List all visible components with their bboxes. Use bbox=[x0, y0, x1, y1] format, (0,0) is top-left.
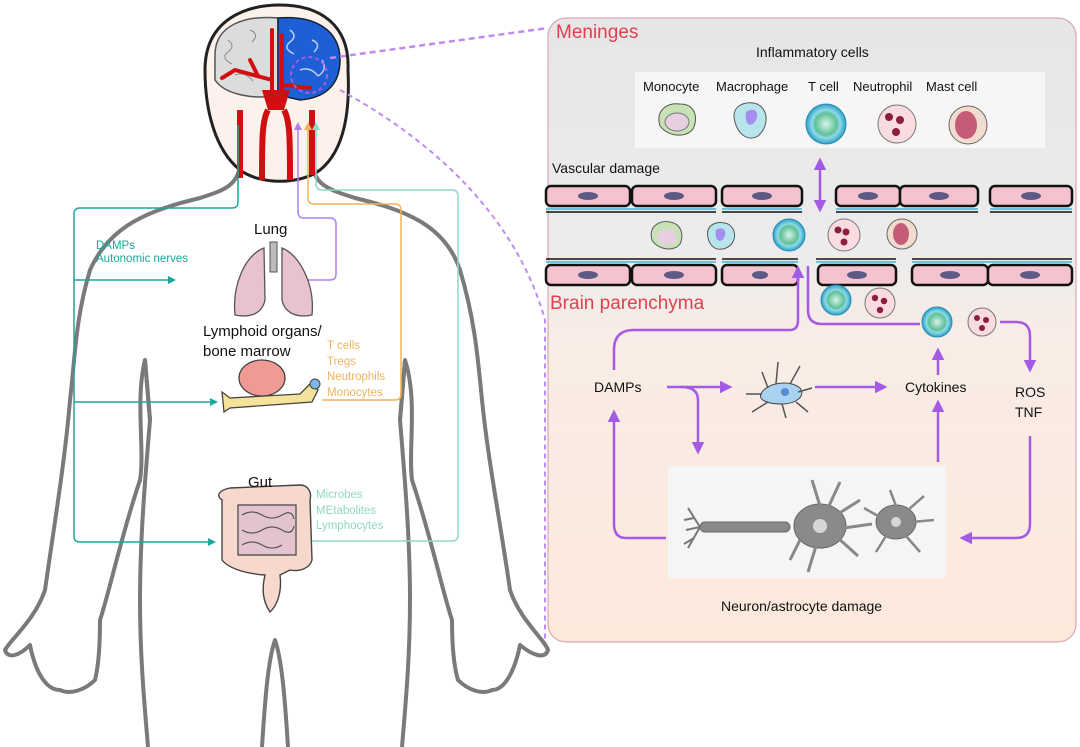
lymphoid-label-line2: bone marrow bbox=[203, 342, 291, 360]
lymphoid-label: Lymphoid organs/ bone marrow bbox=[203, 322, 322, 361]
arrow-damps-neuron bbox=[680, 385, 705, 455]
cell-type-label: Macrophage bbox=[716, 79, 789, 94]
macrophage-icon bbox=[733, 102, 767, 139]
teal-connector bbox=[73, 125, 239, 543]
orange-connector bbox=[307, 128, 402, 401]
purple-connector bbox=[297, 180, 337, 281]
lymphoid-illustration bbox=[221, 359, 321, 414]
arrow-ros bbox=[1000, 320, 1037, 373]
t-cell-icon bbox=[805, 103, 847, 145]
vessel-wall-top bbox=[544, 184, 1074, 213]
legend-cells bbox=[658, 102, 988, 145]
lymphoid-signal: Monocytes bbox=[327, 386, 383, 399]
monocyte-icon bbox=[658, 103, 696, 136]
mast-cell-icon bbox=[948, 105, 988, 145]
neuron-illustration bbox=[683, 479, 935, 573]
inflammatory-cells-title: Inflammatory cells bbox=[756, 44, 869, 60]
brain-parenchyma-title: Brain parenchyma bbox=[550, 293, 705, 314]
tnf-label: TNF bbox=[1015, 404, 1043, 420]
lung-signal-list: DAMPs Autonomic nerves bbox=[96, 240, 188, 266]
ros-label: ROS bbox=[1015, 384, 1046, 400]
damps-label: DAMPs bbox=[594, 379, 642, 395]
arrow-damps-up bbox=[612, 265, 805, 370]
body-outline bbox=[3, 159, 550, 747]
zoom-line-bottom bbox=[339, 89, 546, 640]
vessel-cells bbox=[650, 218, 997, 338]
cell-type-label: Monocyte bbox=[643, 79, 700, 94]
cytokines-label: Cytokines bbox=[905, 379, 967, 395]
lymphoid-signal: Tregs bbox=[327, 355, 356, 368]
lung-illustration bbox=[233, 241, 314, 317]
gut-signal: Lymphocytes bbox=[316, 520, 384, 533]
lung-signal: Autonomic nerves bbox=[96, 253, 189, 266]
lymphoid-label-line1: Lymphoid organs/ bbox=[203, 323, 322, 340]
vascular-damage-title: Vascular damage bbox=[552, 160, 660, 176]
neuron-caption: Neuron/astrocyte damage bbox=[721, 598, 883, 614]
lymphoid-signal: Neutrophils bbox=[327, 371, 386, 384]
arrow-tnf-neuron bbox=[959, 436, 1032, 545]
gut-label: Gut bbox=[248, 474, 273, 491]
head-illustration bbox=[203, 3, 350, 183]
meninges-title: Meninges bbox=[556, 22, 639, 43]
lymphoid-signal: T cells bbox=[327, 340, 361, 352]
cell-type-label: Mast cell bbox=[926, 79, 978, 94]
gut-signal-list: Microbes MEtabolites Lymphocytes bbox=[316, 488, 383, 535]
arrow-neuron-damps bbox=[607, 409, 666, 540]
cell-type-label: Neutrophil bbox=[853, 79, 913, 94]
neutrophil-icon bbox=[877, 104, 917, 144]
lung-label: Lung bbox=[254, 221, 288, 238]
cell-type-label: T cell bbox=[808, 79, 839, 94]
microglia-icon bbox=[746, 361, 813, 419]
pathway-arrows bbox=[607, 157, 1037, 545]
zoom-line-top bbox=[329, 26, 549, 60]
mint-connector bbox=[312, 128, 459, 542]
gut-signal: MEtabolites bbox=[316, 504, 377, 517]
gut-signal: Microbes bbox=[316, 489, 363, 501]
lung-signal: DAMPs bbox=[96, 240, 135, 252]
gut-illustration bbox=[218, 484, 313, 614]
lymphoid-signal-list: T cells Tregs Neutrophils Monocytes bbox=[327, 339, 385, 401]
vessel-wall-bottom bbox=[544, 258, 1074, 287]
arrow-vessel-down bbox=[806, 266, 920, 326]
